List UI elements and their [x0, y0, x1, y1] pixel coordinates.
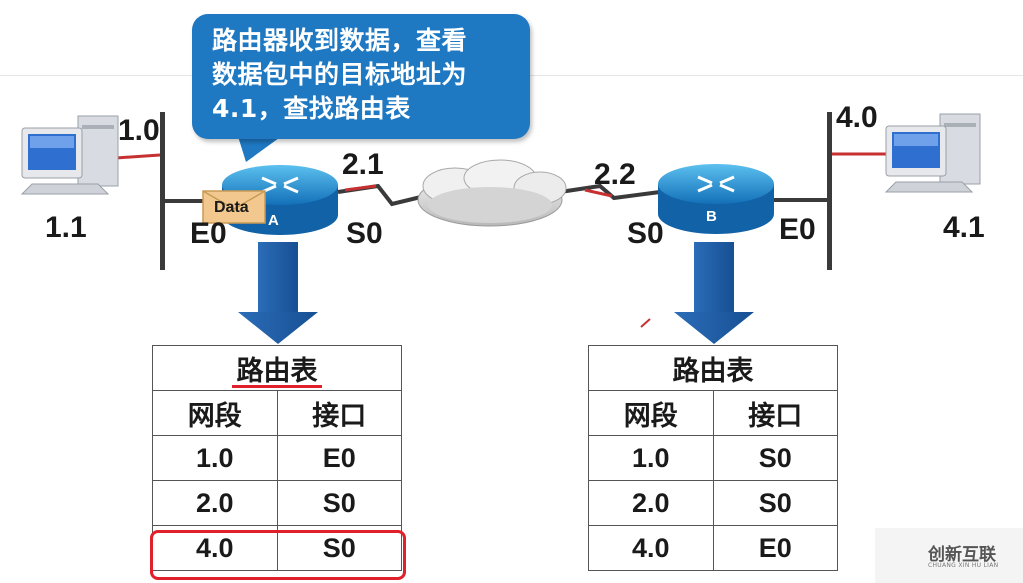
- serial-red-a: [344, 184, 377, 192]
- table-row: 1.0 E0: [152, 435, 402, 481]
- table-header-row: 网段 接口: [588, 390, 838, 436]
- label-s0-left: S0: [346, 217, 383, 250]
- routing-table-b: 路由表 网段 接口 1.0 S0 2.0 S0 4.0 E0: [588, 345, 838, 571]
- callout-text: 路由器收到数据，查看 数据包中的目标地址为 4.1，查找路由表: [212, 26, 468, 123]
- table-cell: E0: [712, 525, 838, 571]
- router-b-icon: [658, 164, 774, 234]
- pc-left-icon: [20, 115, 119, 195]
- label-link-b: 2.2: [594, 158, 636, 191]
- label-s0-right: S0: [627, 217, 664, 250]
- label-net-right: 4.0: [836, 101, 878, 134]
- label-host-left: 1.1: [45, 211, 87, 244]
- table-cell: 1.0: [152, 435, 278, 481]
- table-caption-row: 路由表: [588, 345, 838, 391]
- host-link-left: [115, 153, 161, 160]
- label-packet: Data: [214, 199, 249, 216]
- watermark-logo: [875, 528, 1023, 583]
- label-e0-right: E0: [779, 213, 816, 246]
- table-header-row: 网段 接口: [152, 390, 402, 436]
- wan-cloud-icon: [417, 159, 567, 227]
- table-row: 2.0 S0: [588, 480, 838, 526]
- table-row: 1.0 S0: [588, 435, 838, 481]
- table-caption-row: 路由表: [152, 345, 402, 391]
- label-router-a: A: [268, 212, 279, 229]
- label-link-a: 2.1: [342, 148, 384, 181]
- table-row: 4.0 E0: [588, 525, 838, 571]
- table-b-header-segment: 网段: [588, 390, 714, 436]
- table-cell: S0: [712, 435, 838, 481]
- table-a-header-interface: 接口: [276, 390, 402, 436]
- table-b-caption: 路由表: [588, 345, 838, 391]
- pen-cursor-icon: [640, 318, 651, 328]
- data-packet-icon: [202, 190, 266, 224]
- logo-name: 创新互联: [928, 545, 996, 565]
- label-e0-left: E0: [190, 217, 227, 250]
- table-cell: 2.0: [588, 480, 714, 526]
- serial-red-b: [584, 188, 613, 198]
- highlight-row-box: [150, 530, 406, 580]
- table-a-caption: 路由表: [152, 345, 402, 391]
- caption-underline: [232, 385, 322, 388]
- table-row: 2.0 S0: [152, 480, 402, 526]
- label-net-left: 1.0: [118, 114, 160, 147]
- table-cell: 4.0: [588, 525, 714, 571]
- table-b-header-interface: 接口: [712, 390, 838, 436]
- serial-link-b: [559, 183, 661, 201]
- logo-subtitle: CHUANG XIN HU LIAN: [928, 562, 999, 569]
- arrow-down-b-icon: [674, 242, 754, 344]
- label-host-right: 4.1: [943, 211, 985, 244]
- ethernet-bus-right: [827, 112, 832, 270]
- label-router-b: B: [706, 208, 717, 225]
- pc-right-icon: [884, 113, 981, 193]
- table-a-header-segment: 网段: [152, 390, 278, 436]
- table-cell: 1.0: [588, 435, 714, 481]
- table-cell: S0: [276, 480, 402, 526]
- table-cell: 2.0: [152, 480, 278, 526]
- arrow-down-a-icon: [238, 242, 318, 344]
- table-cell: E0: [276, 435, 402, 481]
- table-cell: S0: [712, 480, 838, 526]
- callout-bubble: [192, 14, 530, 139]
- ethernet-bus-left: [160, 112, 165, 270]
